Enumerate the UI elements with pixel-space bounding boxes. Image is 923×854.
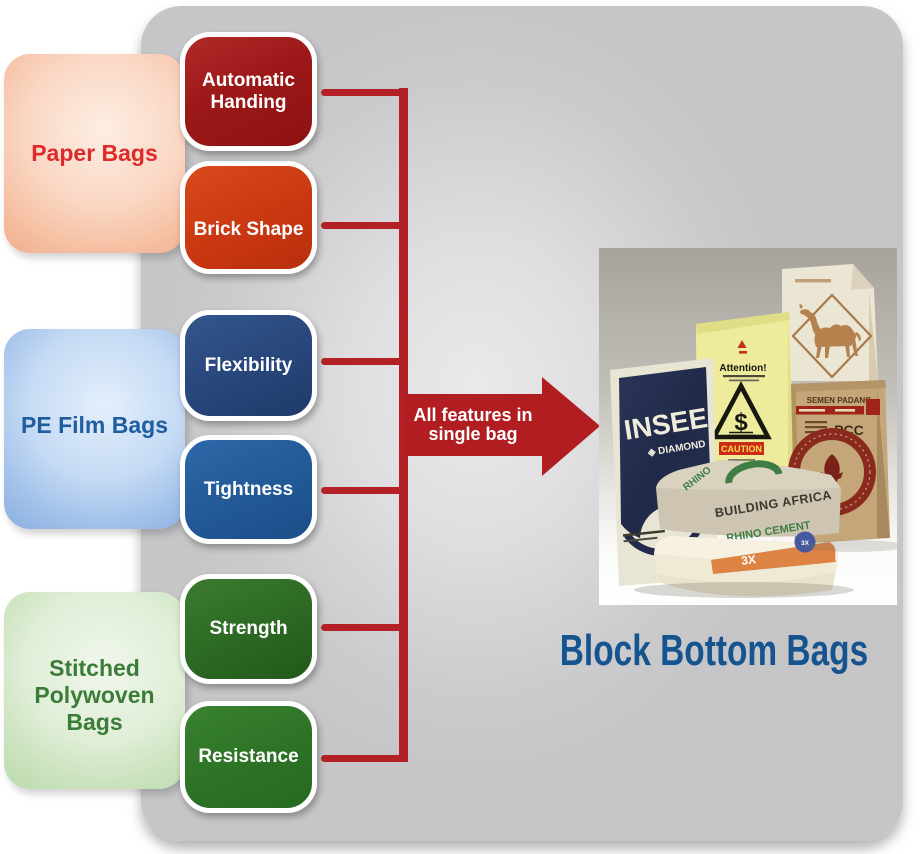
svg-text:3X: 3X (801, 540, 810, 547)
svg-text:Attention!: Attention! (719, 363, 766, 374)
svg-text:$: $ (734, 409, 748, 436)
svg-text:CAUTION: CAUTION (721, 444, 762, 454)
svg-text:SEMEN PADANG: SEMEN PADANG (807, 396, 872, 405)
svg-text:3X: 3X (740, 552, 756, 568)
